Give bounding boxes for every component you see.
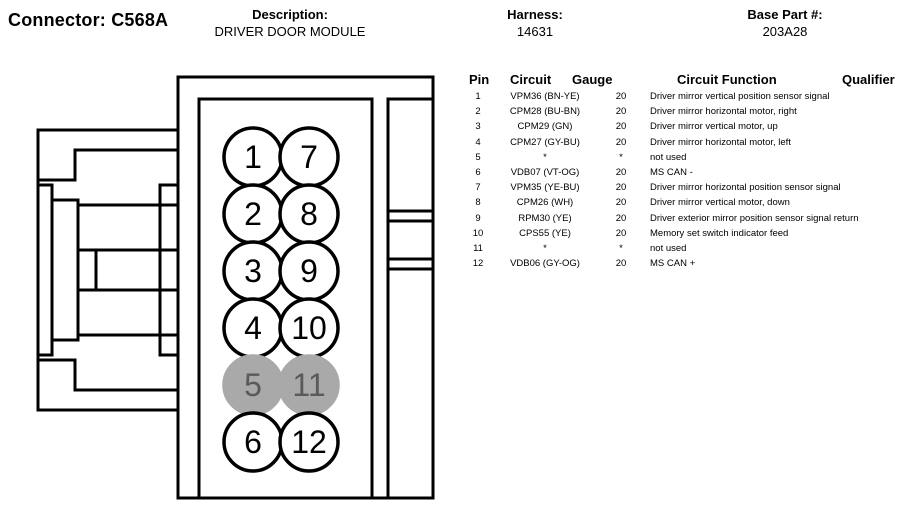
function-cell: not used <box>650 243 687 255</box>
function-cell: Driver mirror vertical motor, down <box>650 197 790 209</box>
pin-3-label: 3 <box>244 253 262 289</box>
column-header-circuit: Circuit <box>510 72 552 87</box>
pin-5-label: 5 <box>244 367 262 403</box>
circuit-cell: RPM30 (YE) <box>518 212 572 224</box>
function-cell: Driver exterior mirror position sensor s… <box>650 212 859 224</box>
table-row: 5 * * not used <box>462 150 859 165</box>
pin-cell: 2 <box>475 106 481 118</box>
base-part-label: Base Part #: <box>747 7 823 22</box>
function-cell: Driver mirror horizontal motor, right <box>650 106 797 118</box>
function-cell: Driver mirror vertical position sensor s… <box>650 91 830 102</box>
harness-label: Harness: <box>507 7 563 22</box>
function-cell: MS CAN + <box>650 258 696 270</box>
gauge-cell: 20 <box>615 212 627 224</box>
pin-9-label: 9 <box>300 253 318 289</box>
pin-cell: 1 <box>475 91 481 102</box>
circuit-cell: CPS55 (YE) <box>519 227 571 239</box>
gauge-cell: * <box>619 243 623 255</box>
pin-cell: 3 <box>475 121 481 133</box>
base-part-block: Base Part #: 203A28 <box>720 6 850 40</box>
description-label: Description: <box>252 7 328 22</box>
base-part-value: 203A28 <box>762 24 808 39</box>
pin-cell: 11 <box>473 243 483 255</box>
column-header-gauge: Gauge <box>572 72 613 87</box>
table-row: 11 * * not used <box>462 241 859 256</box>
pin-cell: 4 <box>475 136 481 148</box>
gauge-cell: 20 <box>615 106 627 118</box>
table-row: 2 CPM28 (BU-BN) 20 Driver mirror horizontal… <box>462 104 859 119</box>
pin-7-label: 7 <box>300 139 318 175</box>
harness-value: 14631 <box>516 24 554 39</box>
table-row: 10 CPS55 (YE) 20 Memory set switch indicato… <box>462 226 859 241</box>
circuit-cell: VPM36 (BN-YE) <box>510 91 580 102</box>
circuit-cell: CPM26 (WH) <box>516 197 574 209</box>
pin-cell: 9 <box>475 212 481 224</box>
pin-cell: 12 <box>472 258 484 270</box>
table-row: 3 CPM29 (GN) 20 Driver mirror vertical moto… <box>462 119 859 134</box>
connector-housing <box>36 75 435 500</box>
function-cell: Driver mirror vertical motor, up <box>650 121 778 133</box>
table-row: 1 VPM36 (BN-YE) 20 Driver mirror vertical p… <box>462 89 859 104</box>
gauge-cell: 20 <box>615 258 627 270</box>
pin-6-label: 6 <box>244 424 262 460</box>
pin-cell: 10 <box>472 227 484 239</box>
pin-cell: 8 <box>475 197 481 209</box>
pin-11-label: 11 <box>292 367 325 403</box>
pin-8-label: 8 <box>300 196 318 232</box>
gauge-cell: * <box>619 151 623 163</box>
pin-cell: 5 <box>475 151 481 163</box>
circuit-cell: CPM29 (GN) <box>517 121 573 133</box>
harness-block: Harness: 14631 <box>470 6 600 40</box>
circuit-cell: VDB07 (VT-OG) <box>510 167 580 179</box>
table-row: 9 RPM30 (YE) 20 Driver exterior mirror posi… <box>462 211 859 226</box>
gauge-cell: 20 <box>615 121 627 133</box>
pin-2-label: 2 <box>244 196 262 232</box>
table-row: 4 CPM27 (GY-BU) 20 Driver mirror horizontal… <box>462 135 859 150</box>
table-row: 12 VDB06 (GY-OG) 20 MS CAN + <box>462 256 859 271</box>
function-cell: Memory set switch indicator feed <box>650 227 789 239</box>
pin-1-label: 1 <box>244 139 262 175</box>
pin-cell: 6 <box>475 167 481 179</box>
pin-12-cavity <box>278 411 340 473</box>
column-header-qualifier: Qualifier <box>842 72 895 87</box>
gauge-cell: 20 <box>615 167 627 179</box>
column-header-circuit-function: Circuit Function <box>677 72 777 87</box>
column-header-pin: Pin <box>469 72 490 87</box>
gauge-cell: 20 <box>615 227 627 239</box>
circuit-cell: VPM35 (YE-BU) <box>510 182 580 194</box>
connector-title: Connector: C568A <box>8 10 169 30</box>
circuit-cell: VDB06 (GY-OG) <box>510 258 580 270</box>
description-block: Description: DRIVER DOOR MODULE <box>200 6 380 40</box>
function-cell: Driver mirror horizontal position sensor… <box>650 182 841 194</box>
pin-12-label: 12 <box>291 424 327 460</box>
description-value: DRIVER DOOR MODULE <box>214 24 366 39</box>
circuit-cell: CPM27 (GY-BU) <box>510 136 580 148</box>
pin-cell: 7 <box>475 182 481 194</box>
circuit-cell: * <box>543 243 547 255</box>
pinout-table: 1 VPM36 (BN-YE) 20 Driver mirror vertical p… <box>462 89 859 271</box>
gauge-cell: 20 <box>615 136 627 148</box>
function-cell: MS CAN - <box>650 167 693 179</box>
gauge-cell: 20 <box>615 182 627 194</box>
circuit-cell: CPM28 (BU-BN) <box>509 106 581 118</box>
gauge-cell: 20 <box>615 91 627 102</box>
table-row: 6 VDB07 (VT-OG) 20 MS CAN - <box>462 165 859 180</box>
function-cell: Driver mirror horizontal motor, left <box>650 136 791 148</box>
function-cell: not used <box>650 151 687 163</box>
gauge-cell: 20 <box>615 197 627 209</box>
pin-10-label: 10 <box>291 310 327 346</box>
table-row: 8 CPM26 (WH) 20 Driver mirror vertical moto… <box>462 195 859 210</box>
circuit-cell: * <box>543 151 547 163</box>
pin-4-label: 4 <box>244 310 262 346</box>
table-row: 7 VPM35 (YE-BU) 20 Driver mirror horizontal… <box>462 180 859 195</box>
